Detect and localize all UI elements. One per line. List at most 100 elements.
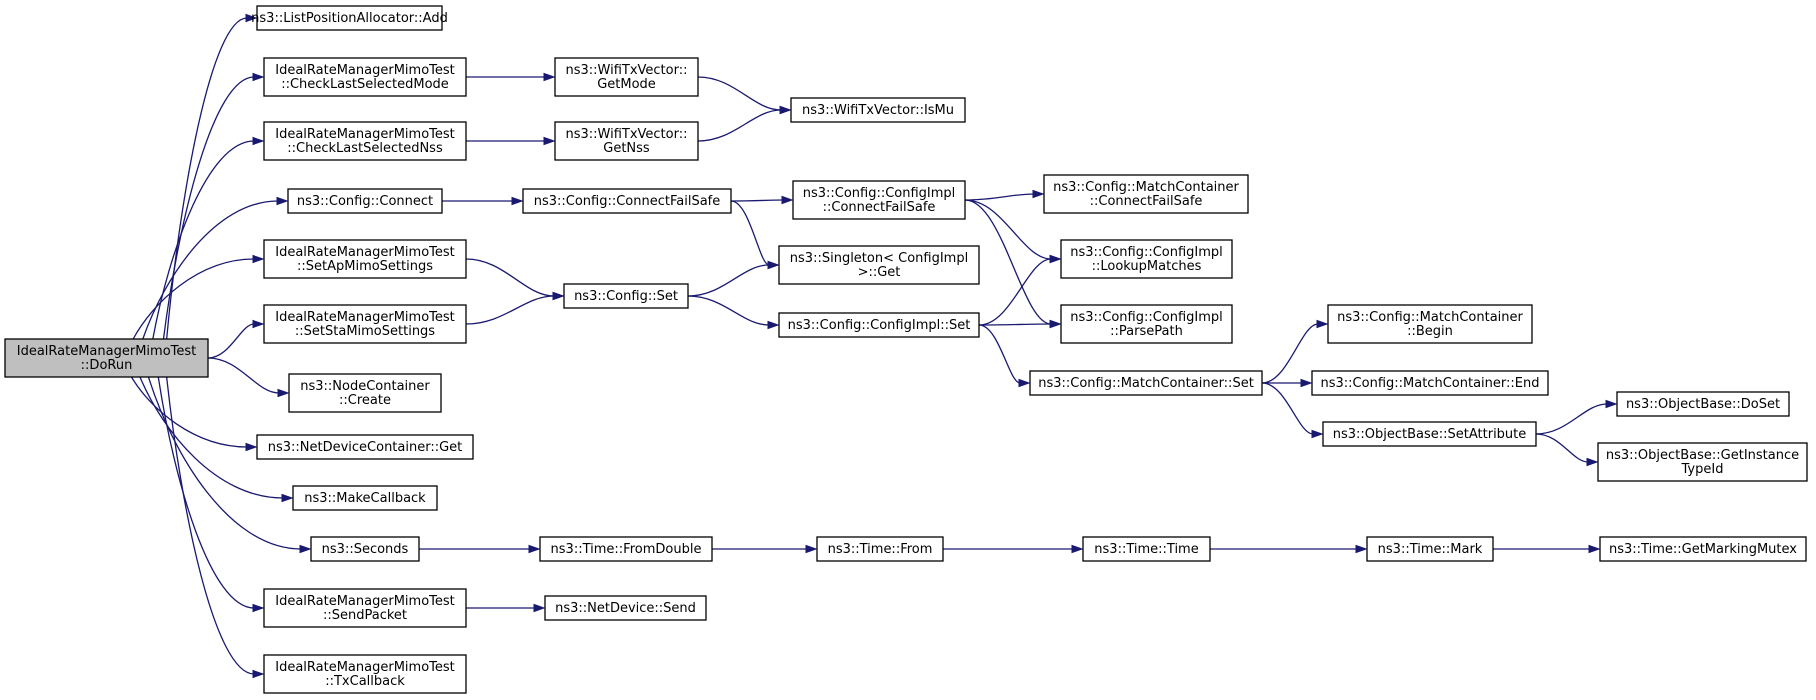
node-timemark[interactable]: ns3::Time::Mark xyxy=(1366,536,1494,562)
edge-mcset-mcbegin xyxy=(1261,323,1319,384)
node-txcb[interactable]: IdealRateManagerMimoTest::TxCallback xyxy=(263,654,467,694)
edge-setsta-cfgset xyxy=(465,295,555,325)
node-box xyxy=(1043,174,1249,214)
node-nccreate[interactable]: ns3::NodeContainer::Create xyxy=(288,373,442,413)
node-box xyxy=(263,654,467,694)
node-box xyxy=(816,536,944,562)
node-nsdsend[interactable]: ns3::NetDevice::Send xyxy=(544,595,707,621)
node-box xyxy=(263,239,467,279)
node-mutex[interactable]: ns3::Time::GetMarkingMutex xyxy=(1599,536,1807,562)
node-getnss[interactable]: ns3::WifiTxVector::GetNss xyxy=(554,121,699,161)
edge-arrowhead xyxy=(1300,378,1313,388)
edge-arrowhead xyxy=(528,544,541,554)
node-label: ::ParsePath xyxy=(1110,324,1183,339)
node-getmode[interactable]: ns3::WifiTxVector::GetMode xyxy=(554,57,699,97)
node-seconds[interactable]: ns3::Seconds xyxy=(310,536,420,562)
node-box xyxy=(522,188,732,214)
node-label: ::ConnectFailSafe xyxy=(823,200,936,215)
node-connect[interactable]: ns3::Config::Connect xyxy=(287,188,443,214)
edge-arrowhead xyxy=(779,105,792,115)
edge-arrowhead xyxy=(533,603,546,613)
node-connectfs[interactable]: ns3::Config::ConnectFailSafe xyxy=(522,188,732,214)
edge-root-seconds xyxy=(147,376,302,550)
node-label: ::DoRun xyxy=(81,358,133,373)
edge-getmode-ismu xyxy=(697,76,782,111)
edge-root-sendpacket xyxy=(157,376,255,609)
node-mcbegin[interactable]: ns3::Config::MatchContainer::Begin xyxy=(1327,304,1533,344)
node-label: IdealRateManagerMimoTest xyxy=(275,127,455,142)
node-label: GetMode xyxy=(597,77,656,92)
node-doset[interactable]: ns3::ObjectBase::DoSet xyxy=(1616,391,1790,417)
node-makecb[interactable]: ns3::MakeCallback xyxy=(292,485,438,511)
node-label: ns3::Time::GetMarkingMutex xyxy=(1609,542,1797,557)
edge-implset-parsepath xyxy=(978,323,1052,326)
edge-arrowhead xyxy=(552,291,565,301)
node-label: ns3::Config::Set xyxy=(574,289,678,304)
edge-root-ndcget xyxy=(130,376,248,448)
edge-arrowhead xyxy=(1311,429,1324,439)
edge-arrowhead xyxy=(1586,457,1599,467)
node-layer: IdealRateManagerMimoTest::DoRun ns3::List… xyxy=(4,5,1808,694)
node-lookup[interactable]: ns3::Config::ConfigImpl::LookupMatches xyxy=(1060,239,1233,279)
node-box xyxy=(263,304,467,344)
node-root[interactable]: IdealRateManagerMimoTest::DoRun xyxy=(4,338,209,378)
node-label: IdealRateManagerMimoTest xyxy=(17,344,197,359)
edge-arrowhead xyxy=(767,320,780,330)
edge-arrowhead xyxy=(1355,544,1368,554)
node-label: ns3::NetDeviceContainer::Get xyxy=(268,440,463,455)
edge-arrowhead xyxy=(767,260,780,270)
edge-implset-lookup xyxy=(978,258,1052,326)
node-label: GetNss xyxy=(603,141,650,156)
node-fromdouble[interactable]: ns3::Time::FromDouble xyxy=(539,536,713,562)
edge-implconnectfs-parsepath xyxy=(964,199,1052,325)
node-box xyxy=(1060,304,1233,344)
node-label: ::CheckLastSelectedMode xyxy=(281,77,449,92)
node-box xyxy=(1029,370,1263,396)
node-setap[interactable]: IdealRateManagerMimoTest::SetApMimoSetti… xyxy=(263,239,467,279)
node-ndcget[interactable]: ns3::NetDeviceContainer::Get xyxy=(256,434,474,460)
node-label: IdealRateManagerMimoTest xyxy=(275,660,455,675)
node-box xyxy=(792,180,966,220)
edge-arrowhead xyxy=(1588,544,1601,554)
edge-arrowhead xyxy=(245,442,258,452)
node-box xyxy=(554,57,699,97)
node-label: ns3::WifiTxVector:: xyxy=(565,63,687,78)
node-setsta[interactable]: IdealRateManagerMimoTest::SetStaMimoSett… xyxy=(263,304,467,344)
node-timetime[interactable]: ns3::Time::Time xyxy=(1082,536,1211,562)
node-cfgset[interactable]: ns3::Config::Set xyxy=(563,283,689,309)
edge-arrowhead xyxy=(299,544,312,554)
node-checkmode[interactable]: IdealRateManagerMimoTest::CheckLastSelec… xyxy=(263,57,467,97)
node-setattr[interactable]: ns3::ObjectBase::SetAttribute xyxy=(1322,421,1537,447)
node-singleton[interactable]: ns3::Singleton< ConfigImpl>::Get xyxy=(778,245,980,285)
edge-arrowhead xyxy=(805,544,818,554)
node-sendpacket[interactable]: IdealRateManagerMimoTest::SendPacket xyxy=(263,588,467,628)
edge-arrowhead xyxy=(1049,254,1062,264)
node-timefrom[interactable]: ns3::Time::From xyxy=(816,536,944,562)
node-box xyxy=(1327,304,1533,344)
node-listadd[interactable]: ns3::ListPositionAllocator::Add xyxy=(251,5,448,31)
node-mcend[interactable]: ns3::Config::MatchContainer::End xyxy=(1311,370,1549,396)
node-implconnectfs[interactable]: ns3::Config::ConfigImpl::ConnectFailSafe xyxy=(792,180,966,220)
edge-arrowhead xyxy=(252,136,265,146)
node-checknss[interactable]: IdealRateManagerMimoTest::CheckLastSelec… xyxy=(263,121,467,161)
edge-root-setsta xyxy=(207,323,255,359)
edge-getnss-ismu xyxy=(697,109,782,142)
edge-root-makecb xyxy=(139,376,284,499)
node-label: ns3::ObjectBase::SetAttribute xyxy=(1333,427,1527,442)
node-implset[interactable]: ns3::Config::ConfigImpl::Set xyxy=(778,312,980,338)
node-parsepath[interactable]: ns3::Config::ConfigImpl::ParsePath xyxy=(1060,304,1233,344)
edge-implset-mcset xyxy=(978,324,1021,384)
node-mcset[interactable]: ns3::Config::MatchContainer::Set xyxy=(1029,370,1263,396)
node-label: ::TxCallback xyxy=(325,674,405,689)
edge-connectfs-implconnectfs xyxy=(730,199,784,202)
edge-connectfs-singleton xyxy=(730,200,770,266)
node-mcconnectfs[interactable]: ns3::Config::MatchContainer::ConnectFail… xyxy=(1043,174,1249,214)
edge-arrowhead xyxy=(1018,378,1031,388)
node-ismu[interactable]: ns3::WifiTxVector::IsMu xyxy=(790,97,966,123)
node-label: ns3::ListPositionAllocator::Add xyxy=(251,11,448,26)
node-box xyxy=(1311,370,1549,396)
edge-arrowhead xyxy=(252,669,265,679)
node-label: ns3::Time::FromDouble xyxy=(551,542,702,557)
